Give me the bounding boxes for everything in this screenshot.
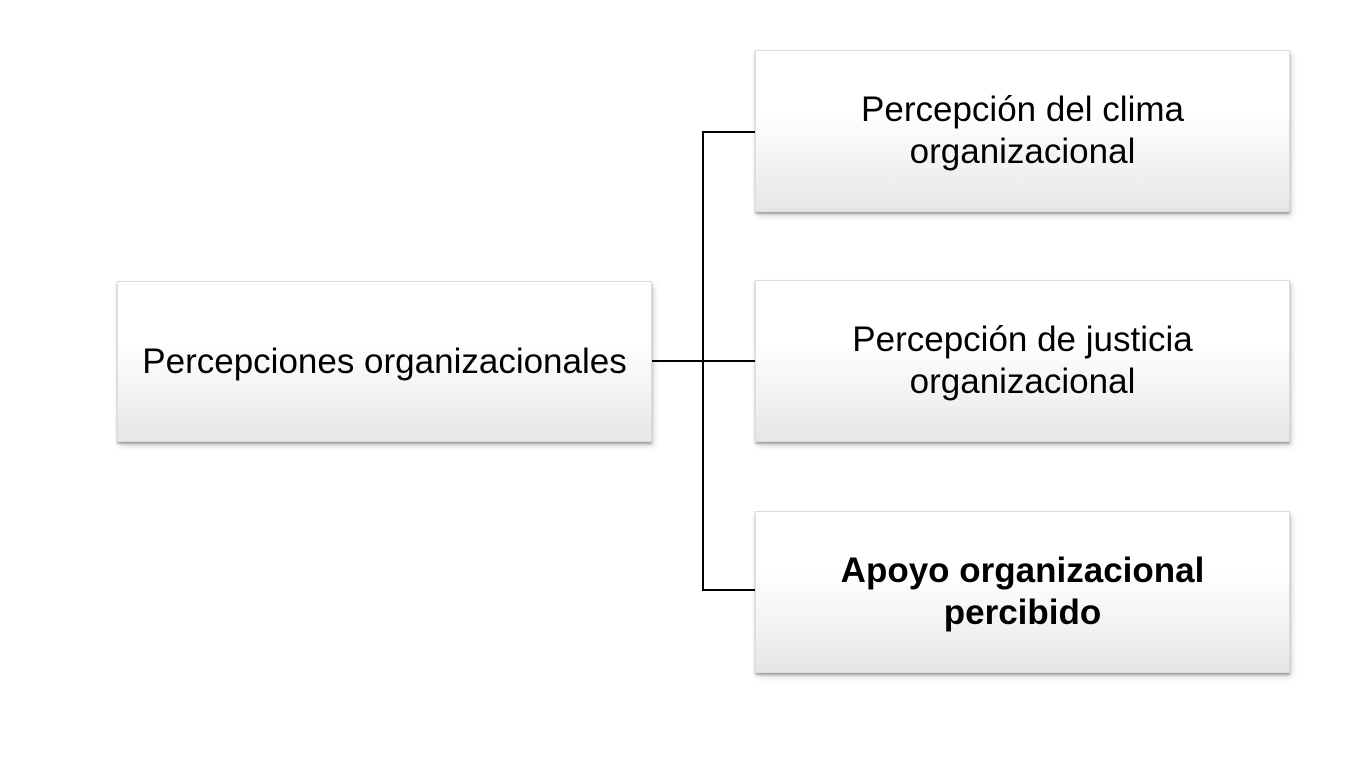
node-clima-organizacional: Percepción del clima organizacional (755, 50, 1290, 212)
connector-branch-bottom (702, 589, 756, 591)
node-apoyo-organizacional-label: Apoyo organizacional percibido (840, 551, 1205, 632)
node-root: Percepciones organizacionales (117, 281, 652, 442)
node-apoyo-organizacional: Apoyo organizacional percibido (755, 511, 1290, 673)
connector-branch-middle (651, 360, 756, 362)
node-root-label: Percepciones organizacionales (142, 341, 627, 381)
node-justicia-organizacional: Percepción de justicia organizacional (755, 280, 1290, 442)
node-clima-organizacional-label: Percepción del clima organizacional (861, 90, 1184, 171)
connector-branch-top (702, 131, 756, 133)
node-justicia-organizacional-label: Percepción de justicia organizacional (852, 320, 1193, 401)
